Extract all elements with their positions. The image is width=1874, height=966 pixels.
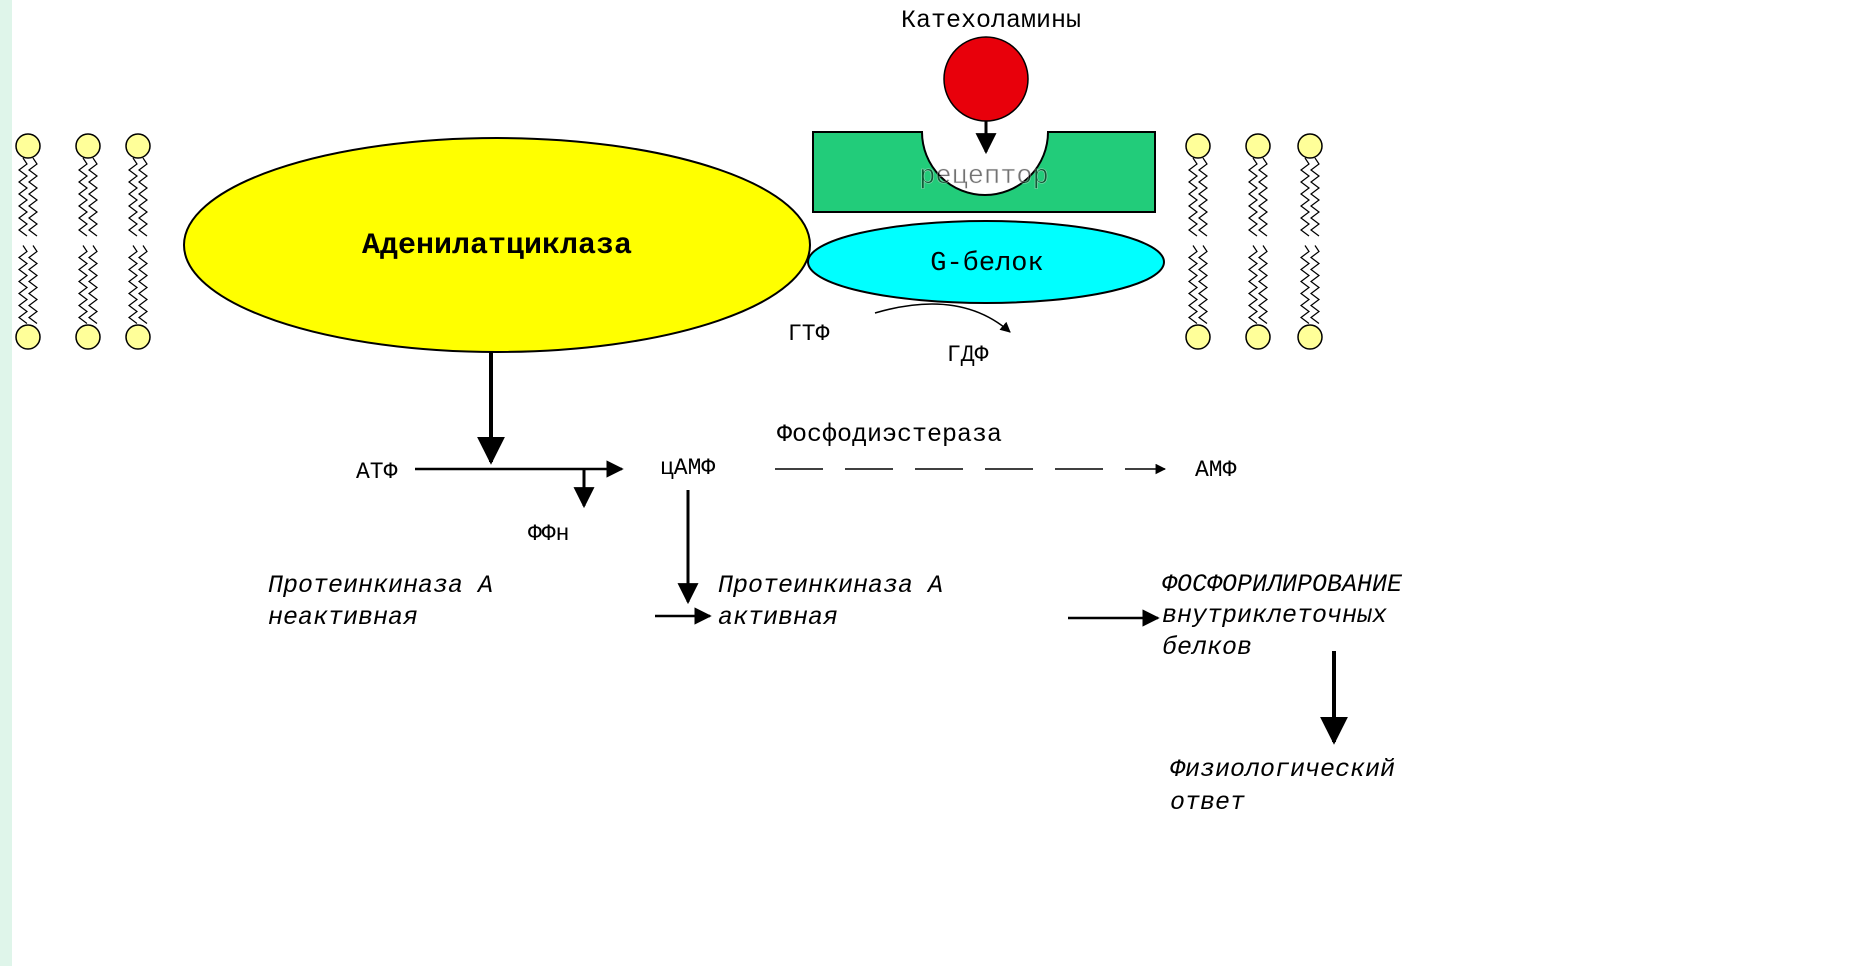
- catecholamines-label: Катехоламины: [901, 6, 1081, 35]
- pka-inactive-line2: неактивная: [268, 603, 418, 632]
- pka-active-line2: активная: [718, 603, 838, 632]
- phosphorylation-line1: ФОСФОРИЛИРОВАНИЕ: [1162, 570, 1403, 599]
- ppn-label: ФФн: [528, 521, 569, 547]
- gtp-label: ГТФ: [788, 321, 830, 347]
- ligand-circle: [943, 36, 1029, 122]
- g-protein-label: G-белок: [930, 249, 1043, 279]
- phosphorylation-line2: внутриклеточных: [1162, 601, 1387, 630]
- atp-label: АТФ: [356, 459, 398, 485]
- receptor-label: рецептор: [919, 162, 1049, 192]
- pka-inactive-line1: Протеинкиназа А: [268, 571, 493, 600]
- gtp-gdp-arrow: [874, 303, 1011, 333]
- lipid-left-1: [15, 133, 41, 350]
- gdp-label: ГДФ: [947, 342, 989, 368]
- lipid-right-3: [1297, 133, 1323, 350]
- lipid-right-1: [1185, 133, 1211, 350]
- adenylate-cyclase-ellipse: [183, 137, 811, 353]
- adenylate-cyclase-label: Аденилатциклаза: [362, 229, 632, 263]
- camp-label: цАМФ: [660, 455, 715, 481]
- lipid-left-2: [75, 133, 101, 350]
- g-protein-ellipse: [807, 220, 1165, 304]
- membrane-left: [15, 133, 151, 350]
- lipid-right-2: [1245, 133, 1271, 350]
- left-accent-bar: [0, 0, 12, 966]
- pka-active-line1: Протеинкиназа А: [718, 571, 943, 600]
- phosphodiesterase-label: Фосфодиэстераза: [777, 420, 1002, 449]
- amp-label: АМФ: [1195, 457, 1237, 483]
- receptor-shape: [812, 131, 1156, 213]
- phosphorylation-line3: белков: [1162, 633, 1252, 662]
- lipid-left-3: [125, 133, 151, 350]
- response-line2: ответ: [1170, 788, 1245, 817]
- response-line1: Физиологический: [1170, 755, 1395, 784]
- membrane-right: [1185, 133, 1323, 350]
